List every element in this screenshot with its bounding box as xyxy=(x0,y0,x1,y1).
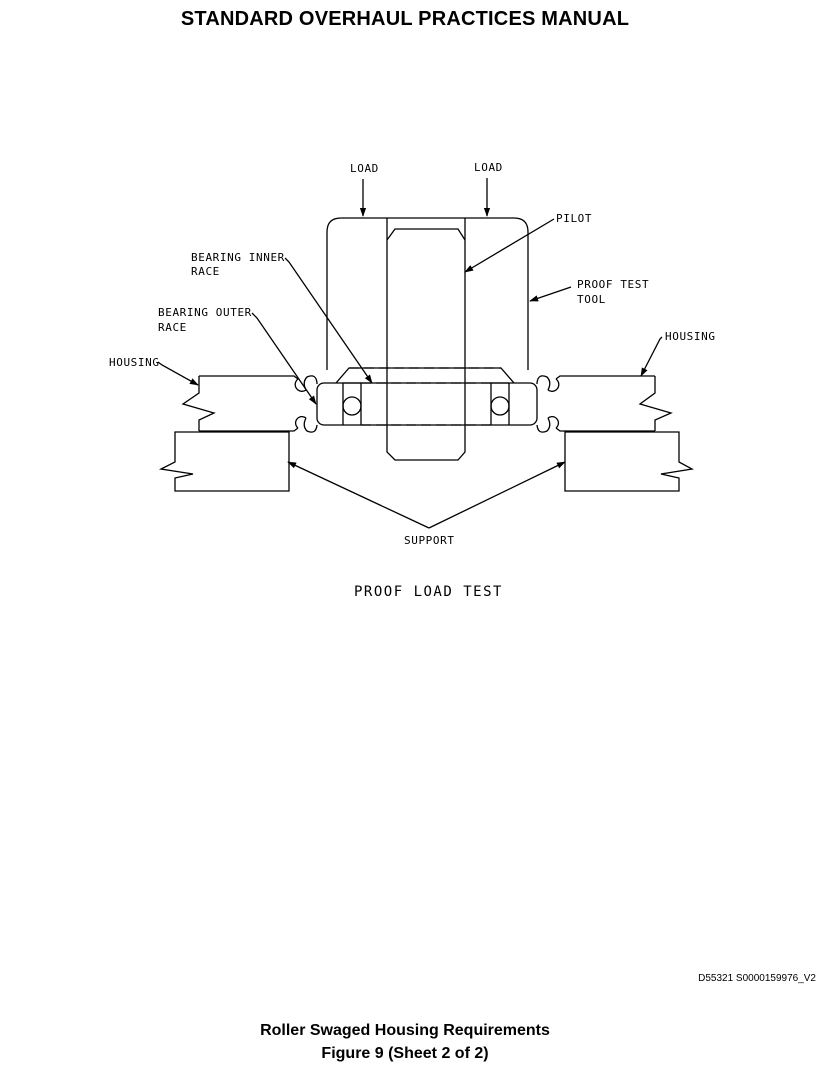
housing-label-right: HOUSING xyxy=(665,330,716,343)
housing-label-left: HOUSING xyxy=(109,356,160,369)
bearing-outer-race-label-line2: RACE xyxy=(158,321,187,334)
swage-groove-right xyxy=(536,375,551,433)
roller-left xyxy=(342,396,362,416)
proof-test-tool-label-line1: PROOF TEST xyxy=(577,278,649,291)
support-left xyxy=(158,431,290,492)
proof-test-tool-label-line2: TOOL xyxy=(577,293,606,306)
bearing-outer-race-leader xyxy=(251,312,317,405)
roller-right xyxy=(490,396,510,416)
pilot-leader xyxy=(464,218,555,273)
figure-caption-title: Roller Swaged Housing Requirements xyxy=(260,1022,550,1039)
bearing-outer-race-label-line1: BEARING OUTER xyxy=(158,306,252,319)
pilot xyxy=(386,218,466,461)
housing-left xyxy=(181,375,307,432)
support-leader-right xyxy=(428,461,566,529)
bearing-inner-race-label-line2: RACE xyxy=(191,265,220,278)
swage-groove-left xyxy=(303,375,318,433)
drawing-id: D55321 S0000159976_V2 xyxy=(698,973,816,984)
bearing-outer-race xyxy=(316,382,538,426)
bearing-inner-race-label-line1: BEARING INNER xyxy=(191,251,285,264)
proof-test-tool xyxy=(326,217,529,370)
bearing-inner-race-leader xyxy=(284,257,373,384)
housing-right-leader xyxy=(640,336,663,377)
housing-right xyxy=(547,375,673,432)
support-leader-left xyxy=(287,461,430,529)
load-label-left: LOAD xyxy=(350,162,379,175)
bearing-inner-race xyxy=(335,367,515,426)
diagram-title: PROOF LOAD TEST xyxy=(354,584,503,600)
manual-header-title: STANDARD OVERHAUL PRACTICES MANUAL xyxy=(180,8,630,30)
load-label-right: LOAD xyxy=(474,161,503,174)
pilot-label: PILOT xyxy=(556,212,592,225)
support-label: SUPPORT xyxy=(404,534,455,547)
proof-test-tool-leader xyxy=(529,286,572,302)
support-right xyxy=(564,431,694,492)
housing-left-leader xyxy=(157,361,199,386)
figure-caption-number: Figure 9 (Sheet 2 of 2) xyxy=(321,1045,489,1062)
